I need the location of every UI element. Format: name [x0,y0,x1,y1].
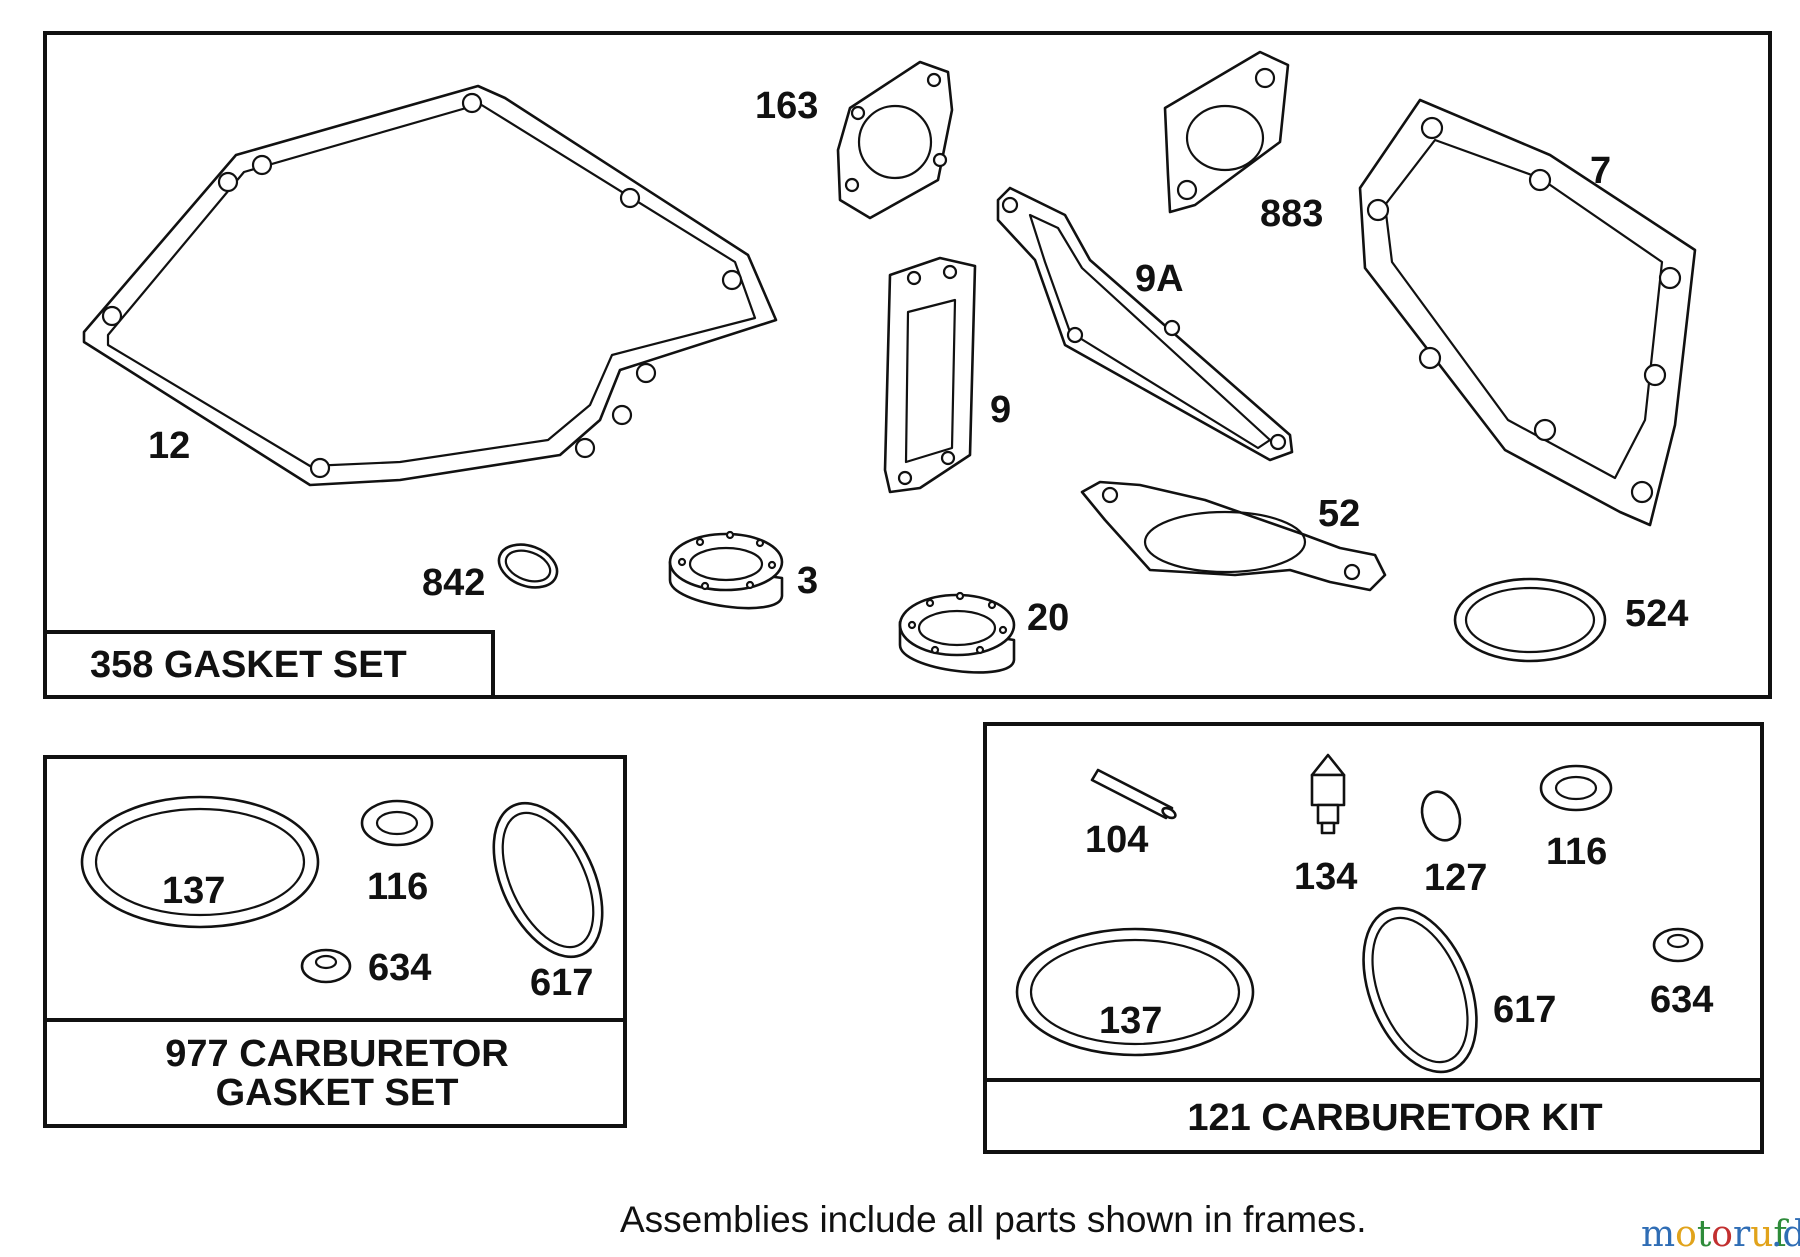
carburetor-kit-title: 121 CARBURETOR KIT [1187,1097,1602,1139]
footer-note: Assemblies include all parts shown in fr… [620,1199,1367,1240]
watermark-letter: f [1773,1214,1789,1255]
watermark-letter: r [1733,1214,1751,1255]
gasket-set-labels: 12 163 883 7 9A 9 52 842 3 20 524 [148,85,1688,639]
part-label-52: 52 [1318,493,1360,535]
frame3-label-127: 127 [1424,857,1487,899]
frame3-part-634-washer [1652,927,1704,963]
part-label-9: 9 [990,389,1011,431]
frame3-part-104-pin [1090,768,1177,820]
part-label-7: 7 [1590,150,1611,192]
frame3-part-134-needle [1310,753,1346,835]
frame2-label-634: 634 [368,947,431,989]
frame3-part-617-ring [1362,906,1478,1074]
frame3-label-116: 116 [1546,831,1607,873]
part-7-head-gasket [1358,98,1697,527]
watermark-letter: u [1750,1214,1773,1255]
part-883-gasket [1163,50,1290,214]
part-524-o-ring [1453,577,1607,663]
frame3-part-137-ring [1015,927,1255,1057]
part-9-gasket [883,256,977,494]
frame3-label-104: 104 [1085,819,1148,861]
frame3-label-134: 134 [1294,856,1357,898]
frame3-label-634: 634 [1650,979,1713,1021]
part-9a-gasket [996,186,1294,462]
part-12-crankcase-gasket [82,84,778,487]
watermark-letter: o [1711,1214,1733,1255]
gasket-set-frame: 358 GASKET SET [43,31,1772,699]
part-label-883: 883 [1260,193,1323,235]
gasket-set-title: 358 GASKET SET [90,644,407,686]
watermark-letter: o [1675,1214,1697,1255]
watermark-letter: t [1697,1214,1712,1255]
watermark-suffix: .de [1771,1214,1800,1255]
carburetor-gasket-set-title-line2: GASKET SET [216,1072,459,1114]
carburetor-gasket-set-frame: 977 CARBURETOR GASKET SET [43,755,627,1128]
frame3-part-116-washer [1539,764,1613,812]
part-label-12: 12 [148,425,190,467]
frame3-label-617: 617 [1493,989,1556,1031]
frame2-part-116-washer [360,799,434,847]
part-label-20: 20 [1027,597,1069,639]
carburetor-gasket-set-labels: 137 116 634 617 [162,866,593,1004]
part-label-9a: 9A [1135,258,1184,300]
part-20-oil-seal [898,591,1016,674]
part-52-gasket [1080,480,1387,592]
part-label-163: 163 [755,85,818,127]
carburetor-kit-labels: 104 134 127 116 137 617 634 [1085,819,1713,1042]
frame2-part-137-ring [80,795,320,929]
part-3-oil-seal [668,530,784,610]
frame2-label-137: 137 [162,870,225,912]
frame3-label-137: 137 [1099,1000,1162,1042]
watermark-brand: motoruf [1641,1214,1789,1255]
part-label-3: 3 [797,560,818,602]
frame2-label-116: 116 [367,866,428,908]
carburetor-kit-frame: 121 CARBURETOR KIT [983,722,1764,1154]
frame2-label-617: 617 [530,962,593,1004]
frame3-part-127-plug [1420,790,1462,842]
part-label-524: 524 [1625,593,1688,635]
frame2-part-634-washer [300,948,352,984]
carburetor-gasket-set-title-line1: 977 CARBURETOR [165,1033,508,1075]
watermark-letter: m [1641,1214,1675,1255]
motoruf-logo: motoruf .de [1641,1214,1800,1255]
part-842-o-ring [497,543,559,589]
part-163-gasket [836,60,954,220]
frame2-part-617-ring [492,801,604,959]
part-label-842: 842 [422,562,485,604]
